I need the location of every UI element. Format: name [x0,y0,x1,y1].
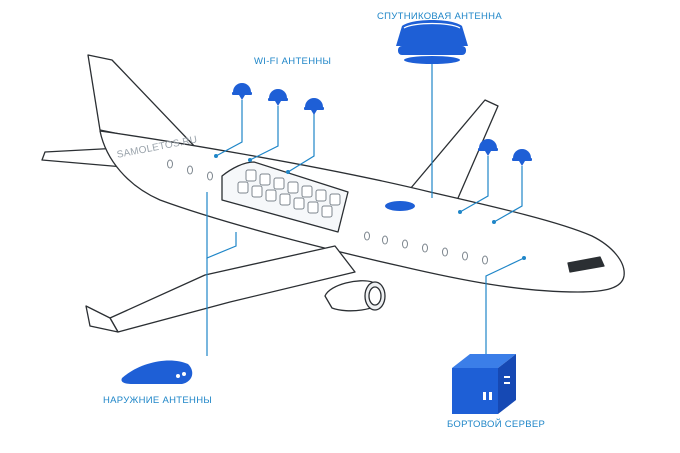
winglet [85,305,119,333]
satellite-antenna-label: СПУТНИКОВАЯ АНТЕННА [377,11,502,22]
engine [324,280,386,312]
onboard-server-label: БОРТОВОЙ СЕРВЕР [447,419,546,430]
fuselage [99,130,625,293]
near-wing [109,245,356,333]
connector-dots [214,154,526,260]
wifi-antenna-icon [232,83,532,166]
connector-lines [206,62,525,356]
fuselage-windows [167,159,488,265]
cabin-seats [237,169,341,218]
cockpit-window [567,256,605,273]
satellite-antenna-mount [385,201,415,211]
external-antennas-label: НАРУЖНИЕ АНТЕННЫ [103,395,213,406]
server-box-icon [452,354,516,414]
wifi-antennas-label: WI-FI АНТЕННЫ [254,56,332,67]
external-antenna-icon [121,360,193,384]
satellite-dish-icon [396,20,468,64]
aircraft [41,54,625,333]
